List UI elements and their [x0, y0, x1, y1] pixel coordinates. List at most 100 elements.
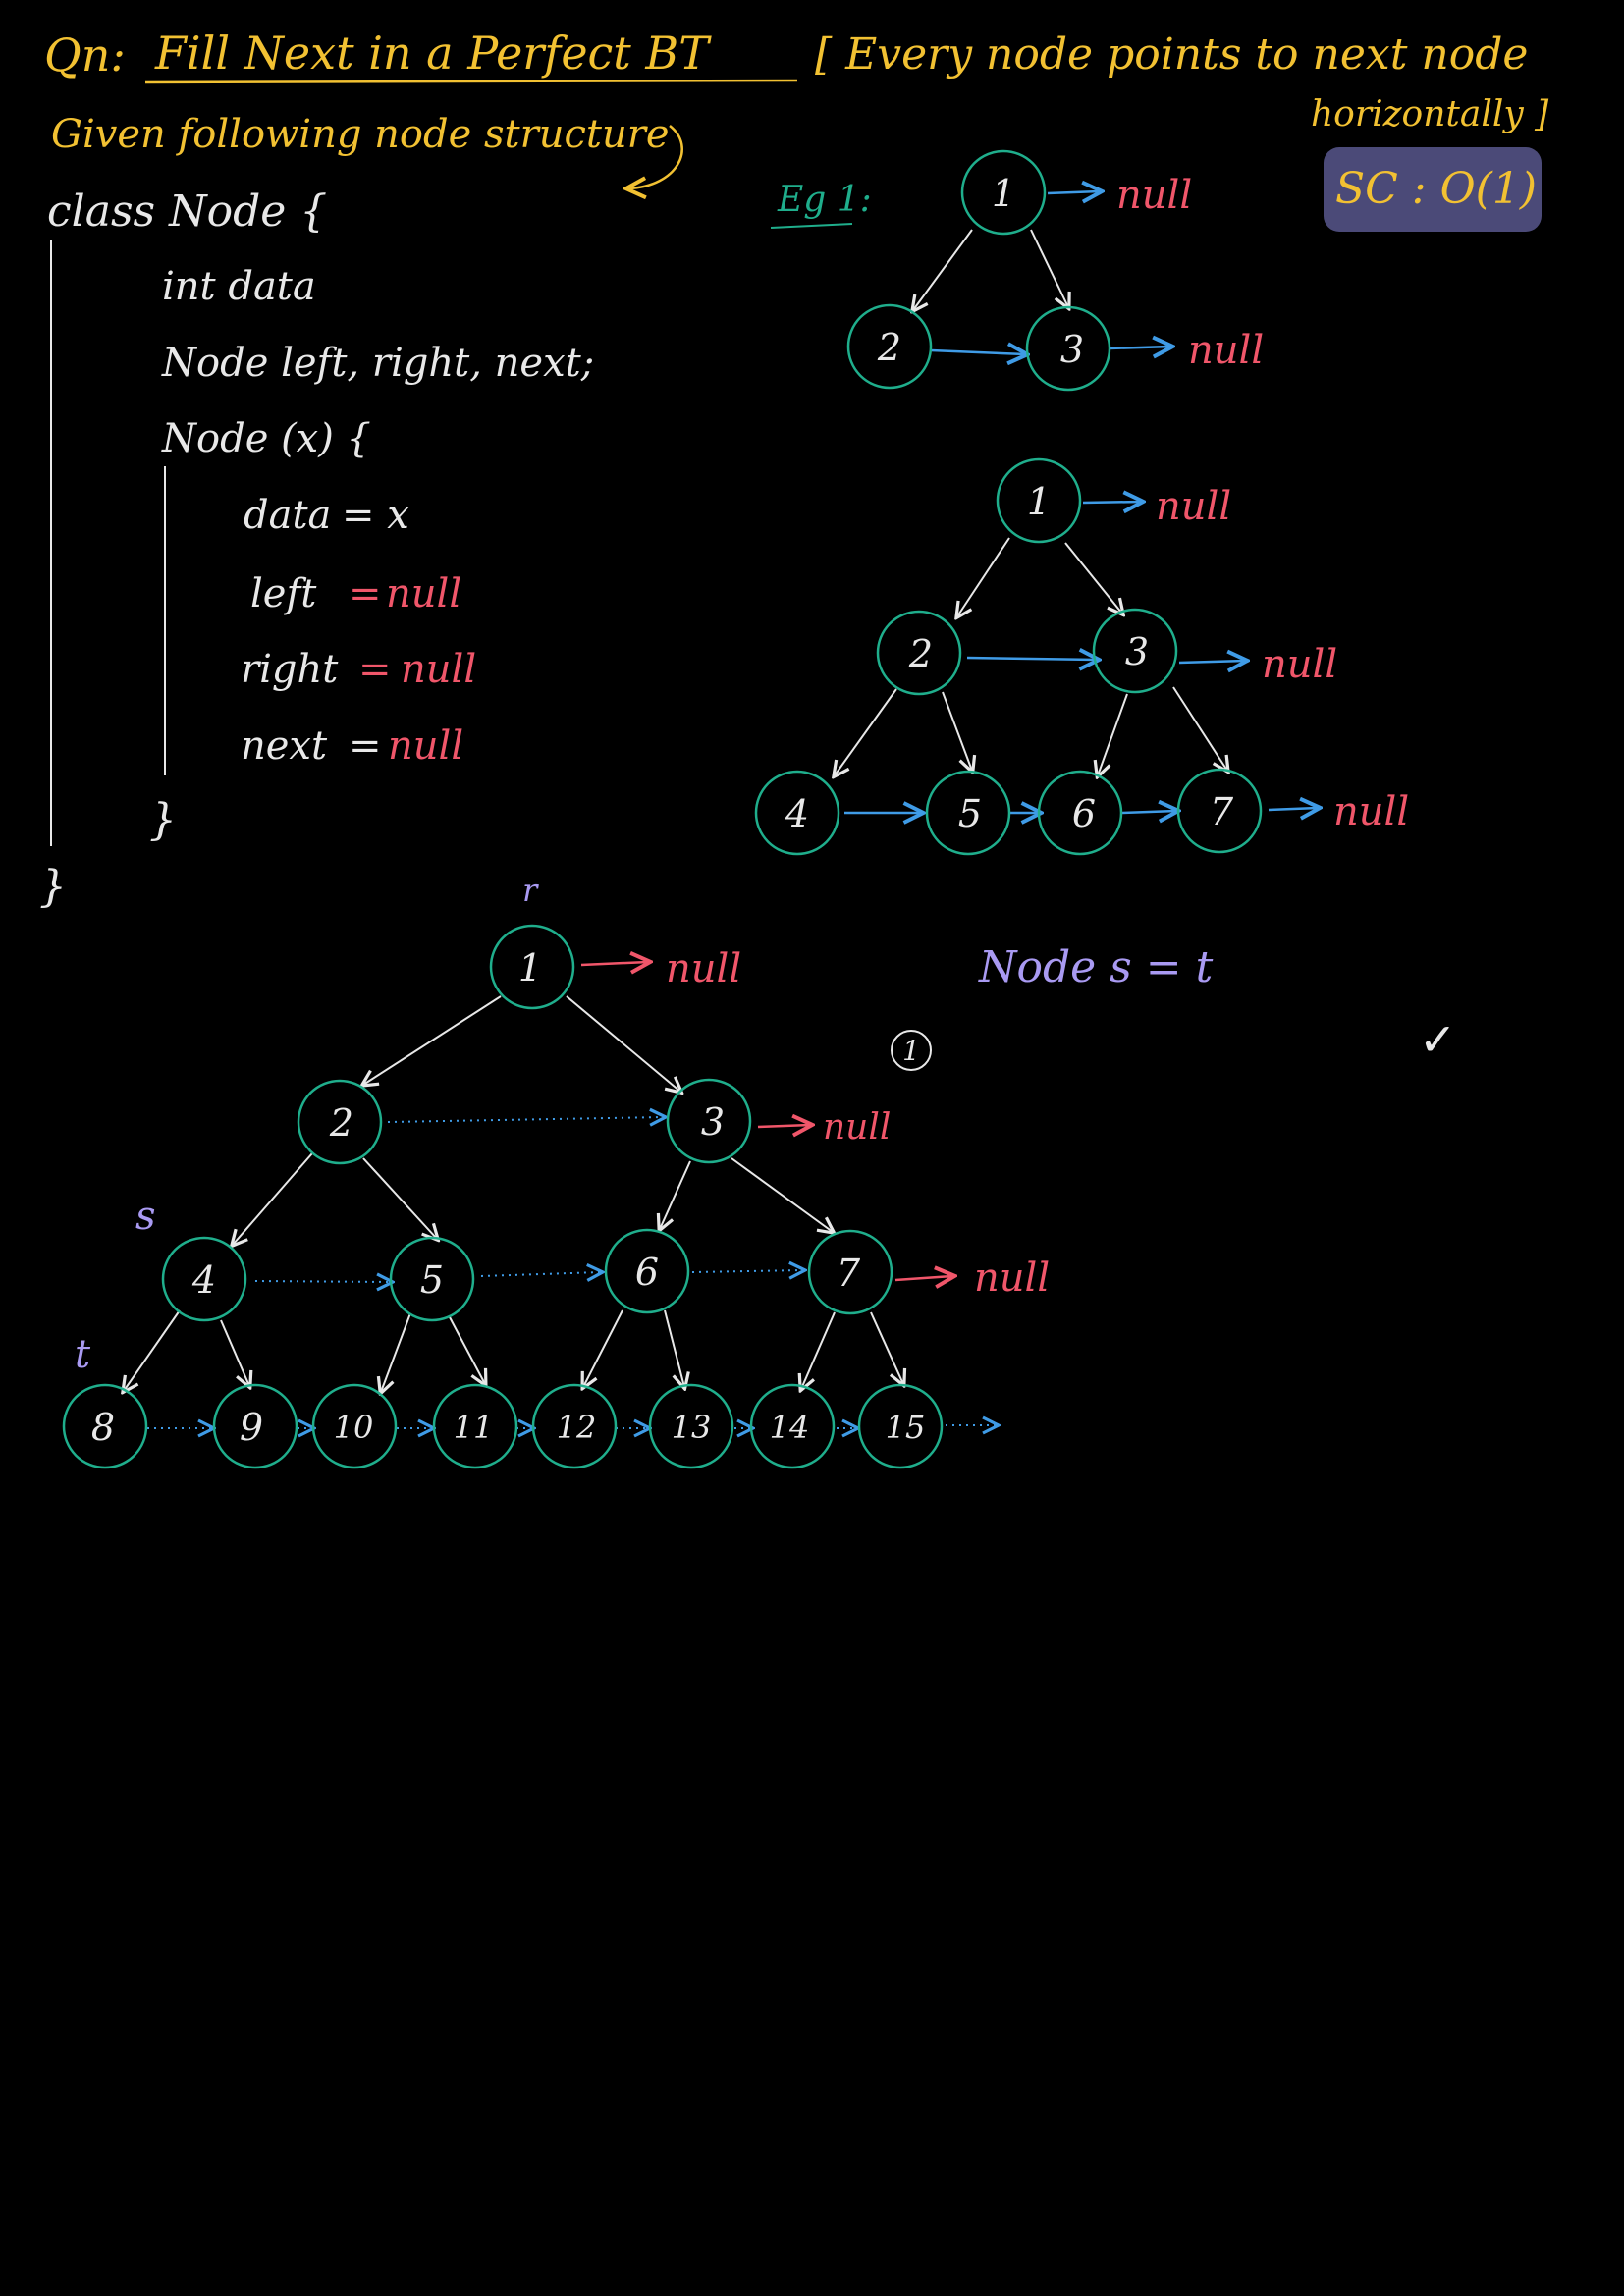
qn-label: Qn:: [44, 28, 126, 81]
node-label: 3: [701, 1100, 725, 1144]
example-label-underline: [770, 223, 853, 229]
assign-next-lhs: next: [241, 723, 328, 769]
node-label: 9: [240, 1406, 263, 1449]
node-label: 11: [454, 1409, 494, 1446]
main-tree-edges: [124, 995, 903, 1392]
assign-right-op: =: [358, 647, 392, 692]
problem-description: [ Every node points to next node: [815, 29, 1528, 80]
assign-left-lhs: left: [250, 571, 317, 616]
complexity-badge: [1324, 147, 1542, 232]
main-node-1: 1: [489, 924, 575, 1010]
assign-left-op: =: [349, 571, 382, 616]
node-label: 5: [958, 792, 982, 835]
example2-null-7: null: [1333, 789, 1409, 834]
main-node-14: 14: [749, 1383, 836, 1469]
structure-note: Given following node structure: [51, 112, 670, 157]
example2-null-3: null: [1262, 642, 1337, 687]
node-label: 6: [1072, 792, 1096, 835]
example2-node-6: 6: [1037, 770, 1123, 856]
example1-node-3: 3: [1025, 305, 1111, 392]
node-label: 6: [635, 1251, 659, 1294]
pointer-r: r: [522, 872, 539, 909]
node-label: 1: [1027, 480, 1051, 523]
assign-data-op: = x: [342, 493, 409, 538]
assign-next-rhs: null: [388, 723, 463, 769]
assignment-note: Node s = t: [978, 942, 1214, 992]
main-node-2: 2: [297, 1079, 383, 1165]
constructor-close-brace: }: [149, 795, 177, 845]
node-label: 4: [785, 792, 809, 835]
main-null-arrow-3: [757, 1125, 810, 1127]
example1-next-2-3: [930, 350, 1025, 354]
example2-edges: [835, 537, 1227, 775]
title-underline: [144, 79, 798, 84]
class-close-brace: }: [39, 862, 67, 912]
main-null-arrow-1: [580, 962, 648, 965]
main-node-6: 6: [604, 1228, 690, 1314]
node-label: 5: [420, 1258, 444, 1302]
node-label: 1: [518, 946, 542, 989]
class-header: class Node {: [47, 187, 327, 237]
main-node-11: 11: [432, 1383, 518, 1469]
step-number: 1: [902, 1035, 920, 1067]
node-label: 12: [557, 1409, 597, 1446]
main-node-5: 5: [389, 1236, 475, 1322]
main-node-10: 10: [311, 1383, 398, 1469]
node-label: 14: [770, 1409, 810, 1446]
check-mark: ✓: [1419, 1013, 1457, 1066]
problem-description-cont: horizontally ]: [1311, 94, 1549, 134]
node-label: 2: [908, 632, 933, 675]
main-node-15: 15: [857, 1383, 944, 1469]
main-null-arrow-7: [894, 1276, 952, 1280]
constructor-header: Node (x) {: [161, 416, 371, 461]
field-pointers: Node left, right, next;: [161, 341, 594, 386]
main-tree-next-arrows: [147, 1117, 997, 1428]
main-node-8: 8: [62, 1383, 148, 1469]
node-label: 2: [877, 326, 901, 369]
assign-left-rhs: null: [386, 571, 461, 616]
node-label: 1: [992, 172, 1015, 215]
main-node-7: 7: [807, 1229, 893, 1315]
main-null-3: null: [823, 1107, 891, 1148]
pointer-t: t: [75, 1332, 91, 1377]
main-null-7: null: [974, 1255, 1050, 1301]
main-node-12: 12: [531, 1383, 618, 1469]
node-label: 7: [1210, 790, 1234, 833]
example1-edges: [913, 229, 1068, 310]
example1-null-arrow-1: [1047, 191, 1100, 193]
assign-next-op: =: [349, 723, 382, 769]
node-label: 10: [334, 1409, 374, 1446]
node-label: 3: [1060, 328, 1084, 371]
example2-node-5: 5: [925, 770, 1011, 856]
main-node-3: 3: [666, 1078, 752, 1164]
example2-null-1: null: [1156, 484, 1231, 529]
example1-null-arrow-3: [1109, 347, 1170, 348]
example2-node-3: 3: [1092, 608, 1178, 694]
example2-node-1: 1: [996, 457, 1082, 544]
example1-node-2: 2: [846, 303, 933, 390]
node-label: 3: [1125, 630, 1149, 673]
example1-null-3: null: [1188, 328, 1264, 373]
node-label: 7: [837, 1252, 861, 1295]
pointer-s: s: [135, 1194, 156, 1239]
node-label: 15: [886, 1409, 926, 1446]
field-data: int data: [162, 264, 316, 309]
main-node-13: 13: [648, 1383, 734, 1469]
main-null-1: null: [666, 946, 741, 991]
example-label: Eg 1:: [777, 180, 872, 220]
example1-null-1: null: [1116, 173, 1192, 218]
assign-right-lhs: right: [241, 647, 339, 692]
assign-right-rhs: null: [401, 647, 476, 692]
assign-data-lhs: data: [244, 493, 331, 538]
problem-title: Fill Next in a Perfect BT: [154, 27, 712, 80]
example2-node-4: 4: [754, 770, 840, 856]
example2-node-2: 2: [876, 610, 962, 696]
main-node-9: 9: [212, 1383, 298, 1469]
node-label: 8: [91, 1406, 115, 1449]
example2-next-arrows: [844, 502, 1318, 813]
step-badge: [891, 1030, 932, 1071]
node-label: 13: [672, 1409, 712, 1446]
complexity-label: SC : O(1): [1335, 164, 1537, 214]
curved-arrow: [628, 125, 683, 188]
